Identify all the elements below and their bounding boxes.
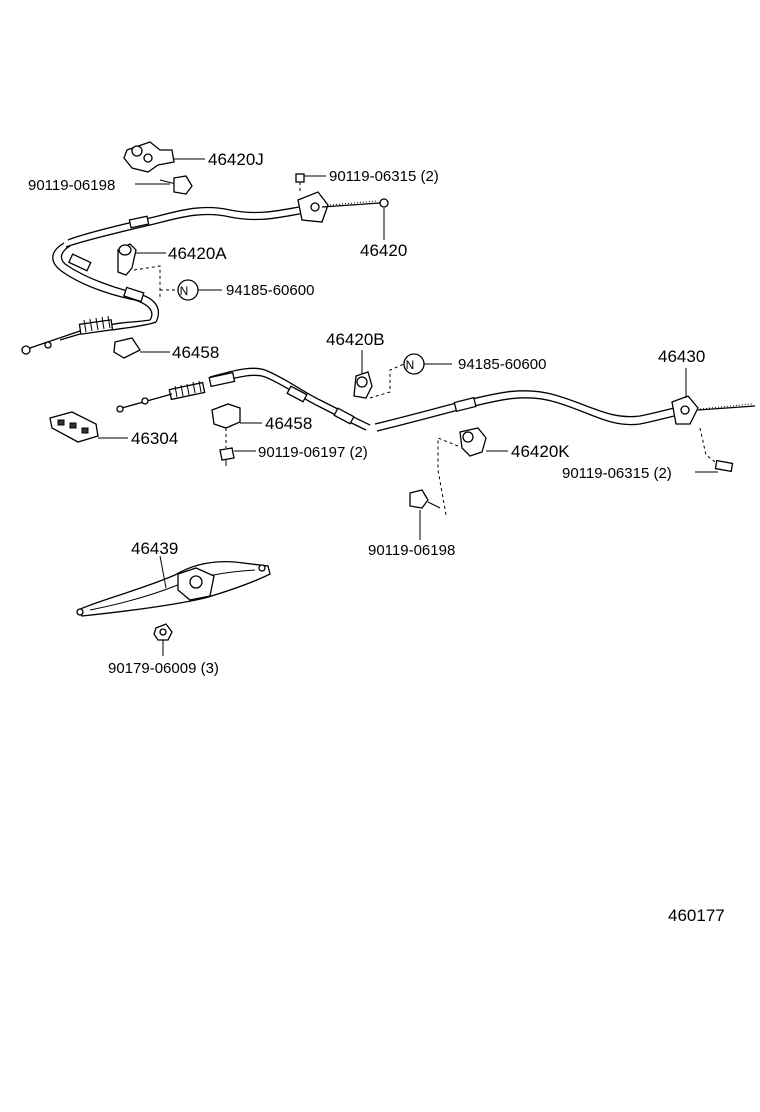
cable-46420 bbox=[21, 191, 389, 355]
label-46420J: 46420J bbox=[208, 150, 264, 169]
clamp-46420K bbox=[437, 427, 508, 516]
bolt-90119-06315-top bbox=[295, 173, 326, 192]
label-90119-06315-top: 90119-06315 (2) bbox=[329, 168, 439, 185]
label-94185-60600-mid: 94185-60600 bbox=[458, 356, 546, 373]
label-90119-06315-right: 90119-06315 (2) bbox=[562, 465, 672, 482]
label-46420B: 46420B bbox=[326, 330, 385, 349]
label-46304: 46304 bbox=[131, 429, 178, 448]
plate-46439 bbox=[76, 555, 271, 617]
clamp-46420A bbox=[117, 243, 166, 300]
n-symbol-mid: N bbox=[406, 358, 415, 372]
nut-94185-60600-top bbox=[160, 279, 222, 301]
label-90179-06009: 90179-06009 (3) bbox=[108, 660, 219, 677]
label-46439: 46439 bbox=[131, 539, 178, 558]
label-94185-60600-top: 94185-60600 bbox=[226, 282, 314, 299]
label-46458-upper: 46458 bbox=[172, 343, 219, 362]
diagram-code: 460177 bbox=[668, 906, 725, 925]
label-90119-06198-top: 90119-06198 bbox=[28, 177, 115, 194]
cable-46420B bbox=[116, 367, 371, 431]
clamp-46420B bbox=[353, 350, 405, 399]
bolt-90119-06197 bbox=[219, 447, 256, 466]
label-46420: 46420 bbox=[360, 241, 407, 260]
label-90119-06197: 90119-06197 (2) bbox=[258, 444, 368, 461]
n-symbol-top: N bbox=[180, 284, 189, 298]
cable-46430 bbox=[374, 368, 756, 432]
clamp-46420J bbox=[123, 141, 205, 173]
nut-94185-60600-mid bbox=[403, 353, 452, 375]
label-46430: 46430 bbox=[658, 347, 705, 366]
bolt-90119-06198-bottom bbox=[409, 489, 441, 540]
label-90119-06198-bottom: 90119-06198 bbox=[368, 542, 455, 559]
label-46458-lower: 46458 bbox=[265, 414, 312, 433]
label-46420K: 46420K bbox=[511, 442, 570, 461]
label-46420A: 46420A bbox=[168, 244, 227, 263]
bolt-90119-06315-right bbox=[695, 427, 734, 473]
nut-90179-06009 bbox=[153, 623, 173, 656]
part-46304 bbox=[49, 411, 128, 443]
bolt-90119-06198-top bbox=[135, 175, 193, 195]
bracket-46458-lower bbox=[211, 403, 262, 448]
bracket-46458-upper bbox=[113, 337, 170, 359]
